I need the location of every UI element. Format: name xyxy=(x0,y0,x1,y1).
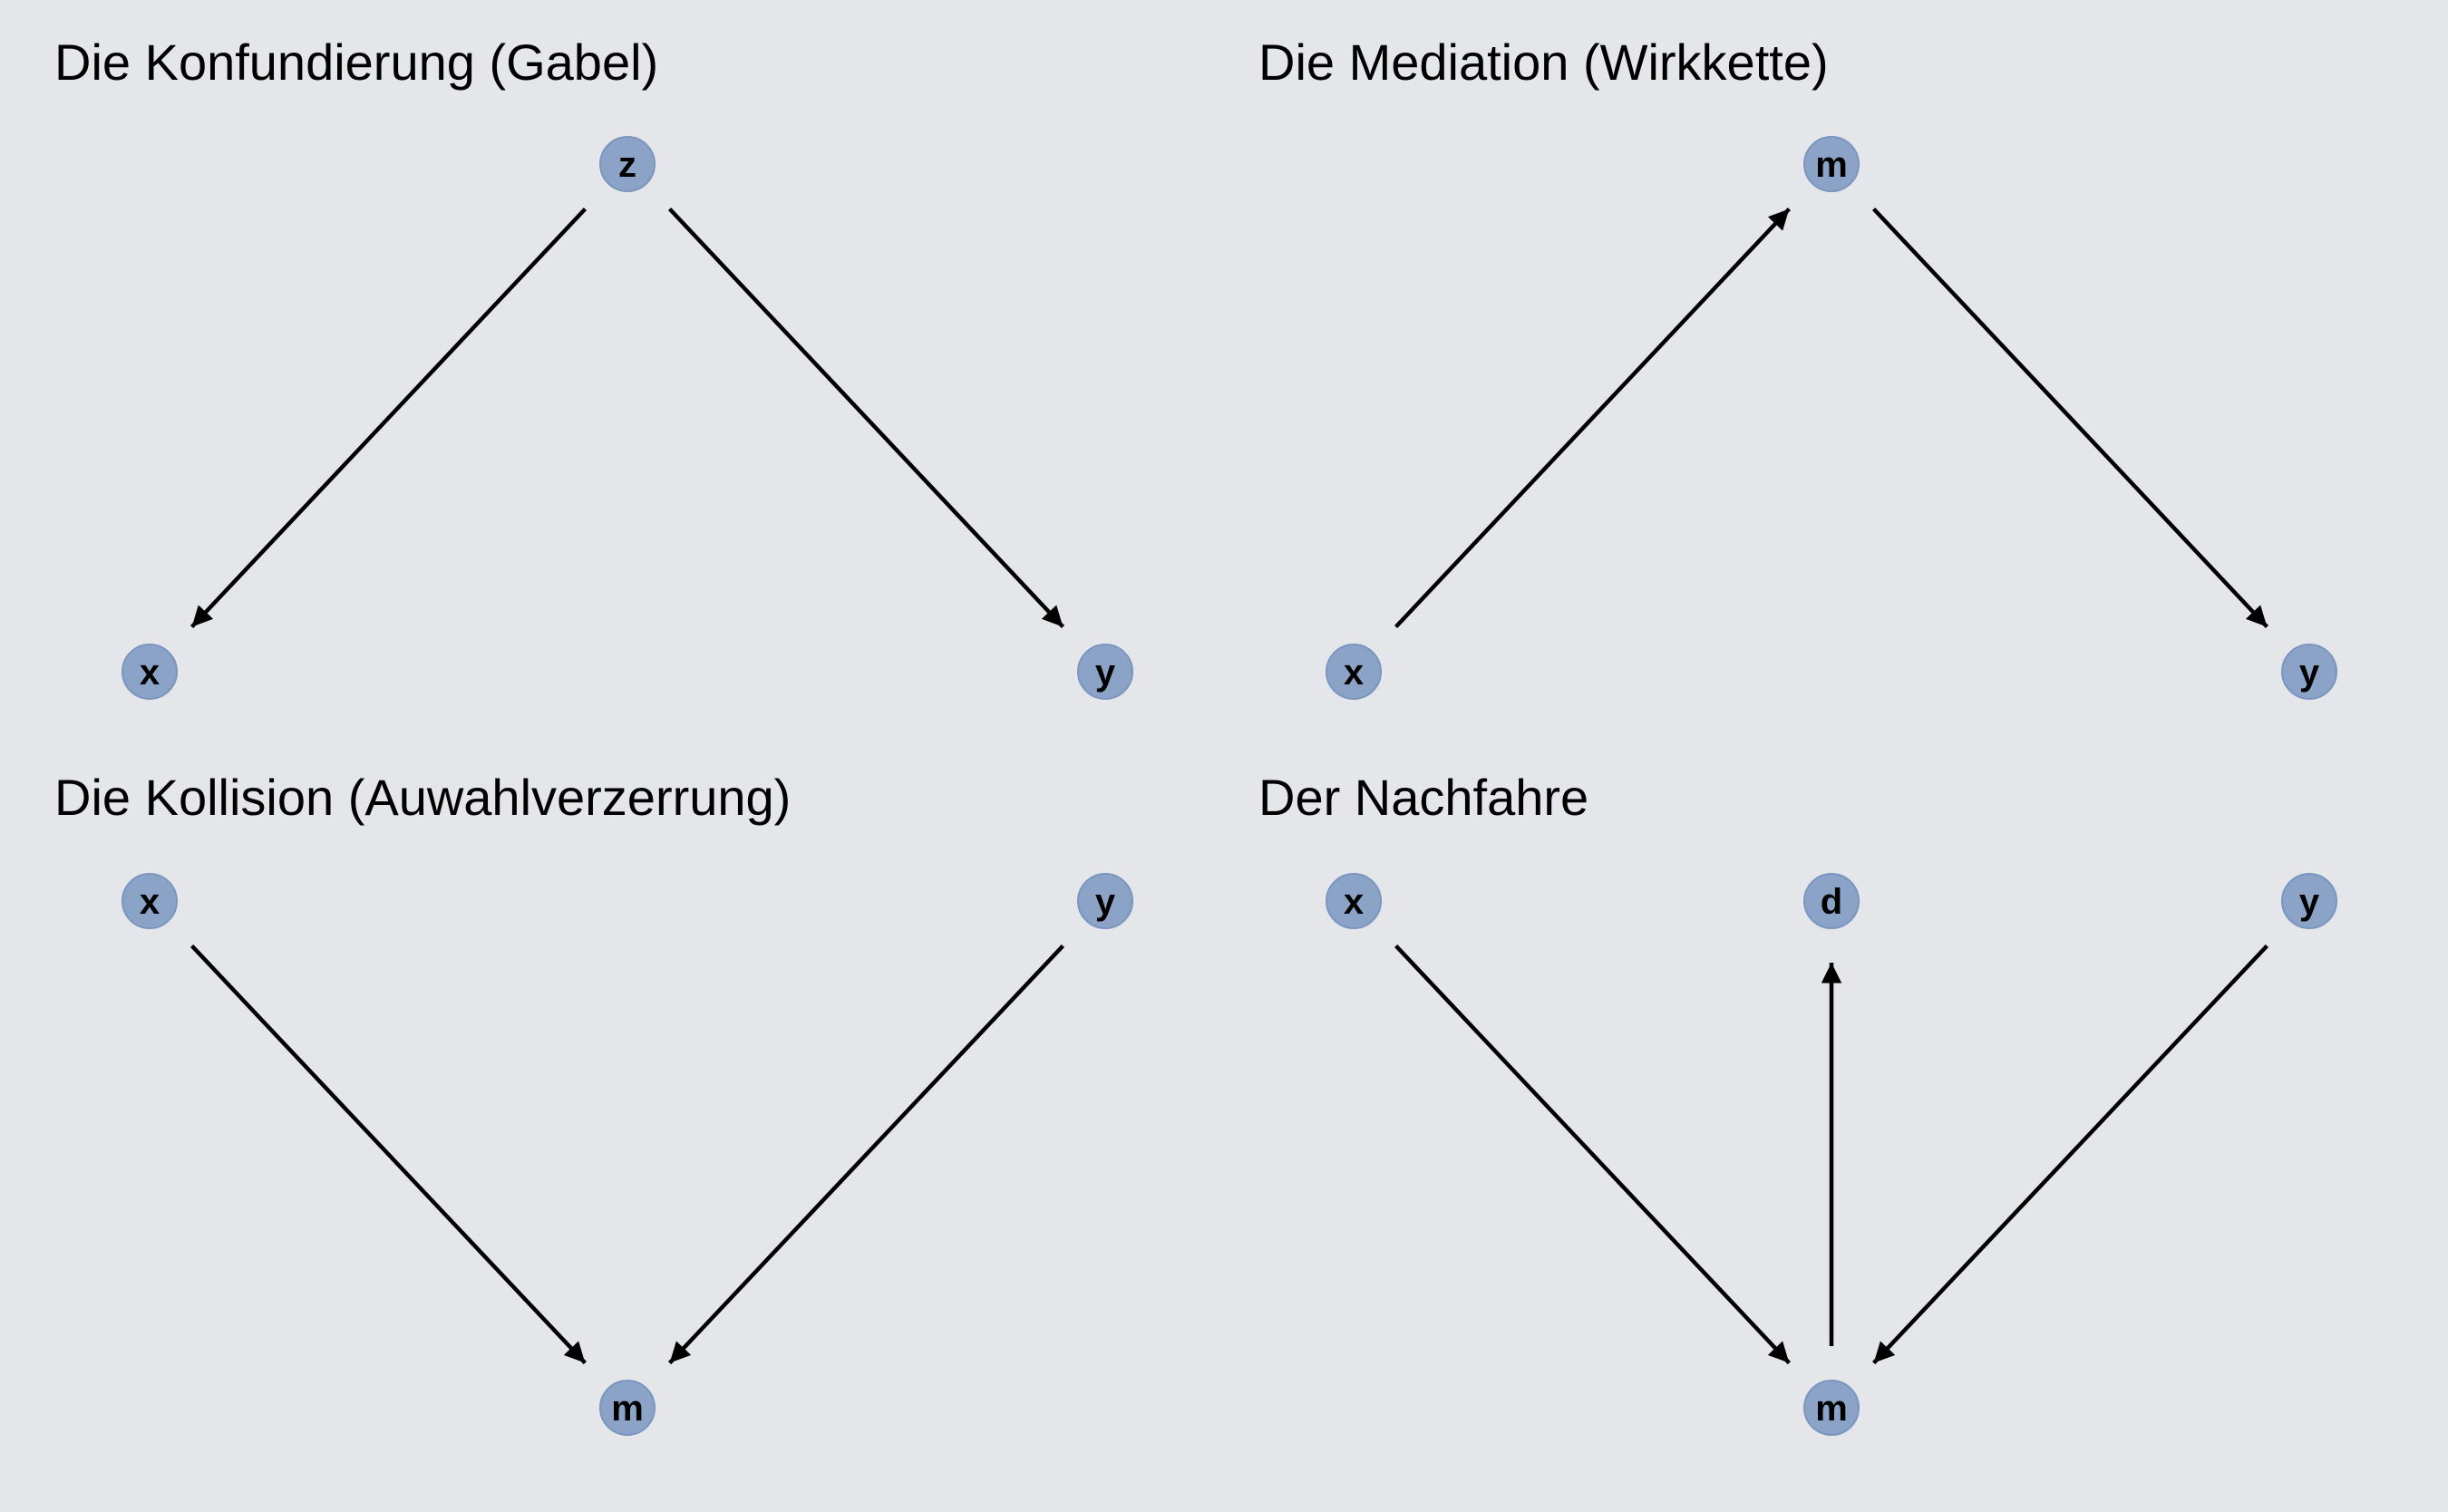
node-circle xyxy=(599,136,656,192)
node-circle xyxy=(2281,644,2337,700)
edge-x-to-m xyxy=(1394,207,1792,629)
node-y: y xyxy=(1077,873,1133,929)
node-label: z xyxy=(618,145,636,185)
node-circle xyxy=(1803,136,1860,192)
node-circle xyxy=(1803,1380,1860,1436)
node-circle xyxy=(599,1380,656,1436)
node-circle xyxy=(1326,873,1382,929)
edge-x-to-m xyxy=(1394,944,1791,1365)
node-z: z xyxy=(599,136,656,192)
node-d: d xyxy=(1803,873,1860,929)
node-x: x xyxy=(1326,873,1382,929)
node-m: m xyxy=(599,1380,656,1436)
node-m: m xyxy=(1803,136,1860,192)
node-m: m xyxy=(1803,1380,1860,1436)
node-y: y xyxy=(1077,644,1133,700)
panel-title: Die Kollision (Auwahlverzerrung) xyxy=(54,769,791,826)
node-label: m xyxy=(611,1389,644,1429)
node-label: x xyxy=(140,882,160,922)
panel-title: Der Nachfahre xyxy=(1258,769,1588,826)
edge-z-to-x xyxy=(189,207,588,629)
node-x: x xyxy=(1326,644,1382,700)
node-circle xyxy=(121,873,178,929)
edge-y-to-m xyxy=(668,944,1064,1365)
node-label: m xyxy=(1815,1389,1848,1429)
dag-panel-3: Die Kollision (Auwahlverzerrung) x y m xyxy=(54,769,1133,1436)
panel-title: Die Konfundierung (Gabel) xyxy=(54,34,658,91)
node-label: y xyxy=(1095,653,1116,693)
node-x: x xyxy=(121,873,178,929)
node-x: x xyxy=(121,644,178,700)
node-y: y xyxy=(2281,644,2337,700)
node-label: x xyxy=(1344,882,1364,922)
node-circle xyxy=(1326,644,1382,700)
edge-x-to-m xyxy=(190,944,587,1365)
node-circle xyxy=(1077,873,1133,929)
node-label: y xyxy=(2299,882,2320,922)
node-label: x xyxy=(140,653,160,693)
edge-y-to-m xyxy=(1872,944,2268,1365)
node-circle xyxy=(1803,873,1860,929)
node-label: y xyxy=(2299,653,2320,693)
node-y: y xyxy=(2281,873,2337,929)
dag-panel-2: Die Mediation (Wirkkette) m x y xyxy=(1258,34,2337,700)
node-label: m xyxy=(1815,145,1848,185)
edge-z-to-y xyxy=(667,207,1065,629)
node-circle xyxy=(1077,644,1133,700)
edge-m-to-y xyxy=(1871,207,2269,629)
dag-panel-1: Die Konfundierung (Gabel) z x y xyxy=(54,34,1133,700)
node-circle xyxy=(121,644,178,700)
panel-title: Die Mediation (Wirkkette) xyxy=(1258,34,1829,91)
node-label: y xyxy=(1095,882,1116,922)
node-circle xyxy=(2281,873,2337,929)
node-label: d xyxy=(1821,882,1842,922)
node-label: x xyxy=(1344,653,1364,693)
dag-panel-4: Der Nachfahre x d y m xyxy=(1258,769,2337,1436)
